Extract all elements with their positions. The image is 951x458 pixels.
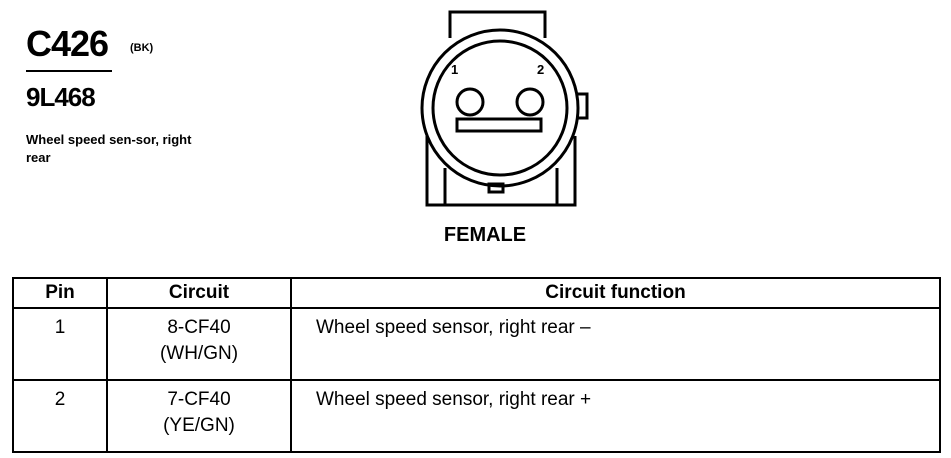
circuit-function: Wheel speed sensor, right rear + — [290, 379, 941, 453]
circuit-cell: 7-CF40 (YE/GN) — [106, 379, 292, 453]
connector-slot — [455, 117, 543, 133]
wire-color: (YE/GN) — [163, 415, 235, 436]
part-number: 9L468 — [26, 82, 96, 112]
pinout-table: Pin Circuit Circuit function 1 8-CF40 (W… — [12, 277, 941, 453]
wire-color: (WH/GN) — [159, 343, 239, 364]
divider — [26, 70, 112, 72]
housing-outer-ring — [420, 28, 580, 188]
pin-number: 1 — [12, 307, 108, 381]
connector-color-code: (BK) — [130, 42, 154, 54]
connector-gender-label: FEMALE — [443, 224, 527, 246]
connector-description: Wheel speed sen-sor, right rear — [26, 132, 192, 165]
pin-label-1: 1 — [451, 62, 458, 77]
table-row: 1 8-CF40 (WH/GN) Wheel speed sensor, rig… — [12, 307, 941, 381]
circuit-id: 8-CF40 — [167, 317, 231, 338]
housing-top-tab — [448, 10, 547, 38]
connector-face-diagram: 1 2 — [420, 10, 589, 207]
circuit-cell: 8-CF40 (WH/GN) — [106, 307, 292, 381]
housing-inner-lines — [443, 168, 559, 205]
pin-number: 2 — [12, 379, 108, 453]
housing-inner-ring — [431, 39, 569, 177]
pin-label-2: 2 — [537, 62, 544, 77]
pin-cavity-1 — [455, 87, 485, 117]
circuit-id: 7-CF40 — [167, 389, 231, 410]
column-header-circuit: Circuit — [106, 277, 292, 309]
circuit-function: Wheel speed sensor, right rear – — [290, 307, 941, 381]
bottom-key — [487, 182, 505, 194]
housing-lower-body — [425, 136, 577, 207]
table-header-row: Pin Circuit Circuit function — [12, 277, 941, 309]
column-header-pin: Pin — [12, 277, 108, 309]
connector-id: C426 — [26, 23, 109, 64]
side-latch — [577, 92, 589, 120]
pin-cavity-2 — [515, 87, 545, 117]
table-row: 2 7-CF40 (YE/GN) Wheel speed sensor, rig… — [12, 379, 941, 453]
column-header-circuit-function: Circuit function — [290, 277, 941, 309]
